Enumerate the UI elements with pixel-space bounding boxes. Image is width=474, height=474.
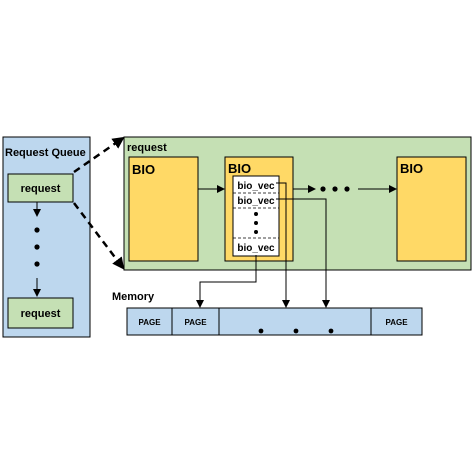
bio-vec-label-2: bio_vec <box>237 196 275 207</box>
bio-vec-dot <box>254 230 258 234</box>
bio-vec-pointer-3 <box>196 255 257 308</box>
bio-vec-pointer-2 <box>276 198 330 308</box>
bio-box-right <box>396 156 467 262</box>
queue-request-bottom-label: request <box>21 308 61 320</box>
bio-left-label: BIO <box>132 162 155 177</box>
queue-request-bottom <box>7 297 74 329</box>
bio-vec-label-3: bio_vec <box>237 243 275 254</box>
bio-right-label: BIO <box>400 161 423 176</box>
queue-request-top <box>7 173 74 203</box>
memory-title: Memory <box>112 291 155 303</box>
memory-dot <box>328 328 334 334</box>
bio-chain-dot <box>344 186 350 192</box>
bio-box-left <box>128 156 199 262</box>
request-queue-title: Request Queue <box>5 147 86 159</box>
bio-vec-pointer-1 <box>276 182 290 308</box>
request-panel-title: request <box>127 142 167 154</box>
expand-arrow-top <box>73 136 125 174</box>
expand-arrow-bottom <box>73 202 125 270</box>
bio-chain-dot <box>320 186 326 192</box>
memory-page-label-1: PAGE <box>138 318 161 327</box>
queue-dot <box>34 244 40 250</box>
memory-dot <box>258 328 264 334</box>
bio-chain-dot <box>332 186 338 192</box>
memory-dot <box>293 328 299 334</box>
bio-vec-dot <box>254 221 258 225</box>
bio-vec-dot <box>254 212 258 216</box>
bio-middle-label: BIO <box>228 161 251 176</box>
queue-request-top-label: request <box>21 183 61 195</box>
queue-dot <box>34 261 40 267</box>
bio-vec-label-1: bio_vec <box>237 181 275 192</box>
queue-dot <box>34 227 40 233</box>
memory-page-label-3: PAGE <box>385 318 408 327</box>
memory-page-label-2: PAGE <box>184 318 207 327</box>
memory-bar <box>126 307 423 336</box>
